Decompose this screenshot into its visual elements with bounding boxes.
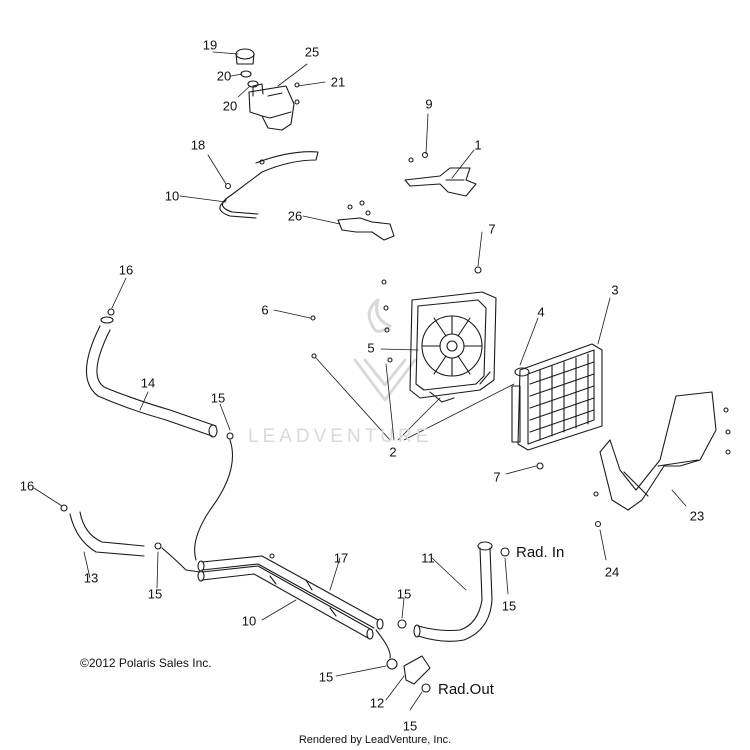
footer-credit: Rendered by LeadVenture, Inc. (298, 734, 452, 746)
callout-23: 23 (689, 508, 705, 524)
hose-13 (60, 504, 145, 557)
nut-bottle (294, 99, 300, 105)
callout-22: 21 (330, 74, 346, 90)
callout-1: 1 (474, 137, 482, 153)
screw-b (383, 305, 389, 311)
callout-12: 12 (369, 695, 385, 711)
clamp-15-mid (397, 619, 407, 629)
hose-11 (413, 541, 493, 642)
callout-3: 3 (611, 282, 619, 298)
watermark-text: LEADVENTURE (248, 426, 433, 447)
radiator-shield (593, 391, 731, 528)
bolt-22 (294, 82, 300, 88)
fitting-12 (386, 655, 431, 693)
copyright-text: ©2012 Polaris Sales Inc. (80, 656, 212, 670)
clamp-16-top (107, 308, 115, 316)
bleed-hose-3 (375, 629, 391, 659)
hose-14 (85, 316, 218, 438)
callout-15-top: 15 (210, 390, 226, 406)
callout-24: 24 (604, 564, 620, 580)
callout-13: 13 (83, 570, 99, 586)
bleed-hose (194, 439, 234, 561)
screw-d (387, 357, 393, 363)
callout-7-top: 7 (488, 221, 496, 237)
clamp-15-right (500, 547, 510, 557)
callout-15-mid: 15 (396, 586, 412, 602)
tube-screw (269, 553, 275, 559)
callout-5: 5 (367, 340, 375, 356)
callout-15-bottom-left: 15 (318, 669, 334, 685)
callout-4: 4 (537, 304, 545, 320)
callout-15-left: 15 (147, 586, 163, 602)
leader-lines (33, 51, 687, 711)
callout-25: 25 (304, 44, 320, 60)
radiator (511, 343, 603, 470)
callout-10: 10 (241, 613, 257, 629)
callout-17: 17 (333, 550, 349, 566)
callout-9: 10 (164, 188, 180, 204)
bottle-cap (235, 48, 259, 88)
clamp-15-top (226, 432, 234, 440)
watermark-logo (353, 298, 417, 402)
bracket-1 (404, 151, 477, 197)
rad-out-label: Rad.Out (438, 681, 494, 698)
callout-8: 9 (425, 96, 433, 112)
callout-26: 26 (287, 208, 303, 224)
screw-6 (310, 315, 316, 321)
clamp-15-left (154, 542, 162, 550)
fan-shroud (409, 291, 497, 403)
callout-15-bottom: 15 (402, 718, 418, 734)
callout-2: 2 (389, 444, 397, 460)
screw-a (381, 279, 387, 285)
screw-2 (311, 353, 317, 359)
rad-in-label: Rad. In (516, 544, 565, 561)
callout-6: 6 (261, 302, 269, 318)
callout-19: 19 (202, 37, 218, 53)
bleed-hose-2 (161, 547, 201, 573)
screw-c (384, 327, 390, 333)
callout-15-right: 15 (501, 598, 517, 614)
callout-18: 18 (190, 137, 206, 153)
bracket-26 (337, 200, 395, 241)
nut-7-top (474, 266, 482, 274)
coolant-tubes (197, 555, 384, 640)
callout-7-bottom: 7 (493, 469, 501, 485)
overflow-hose (219, 151, 319, 219)
callout-11: 11 (421, 550, 435, 566)
callout-16-left: 16 (19, 478, 35, 494)
callout-20: 20 (222, 98, 238, 114)
coolant-bottle (248, 83, 295, 131)
callout-14: 14 (140, 375, 156, 391)
callout-21: 20 (216, 68, 232, 84)
callout-16-top: 16 (118, 262, 134, 278)
